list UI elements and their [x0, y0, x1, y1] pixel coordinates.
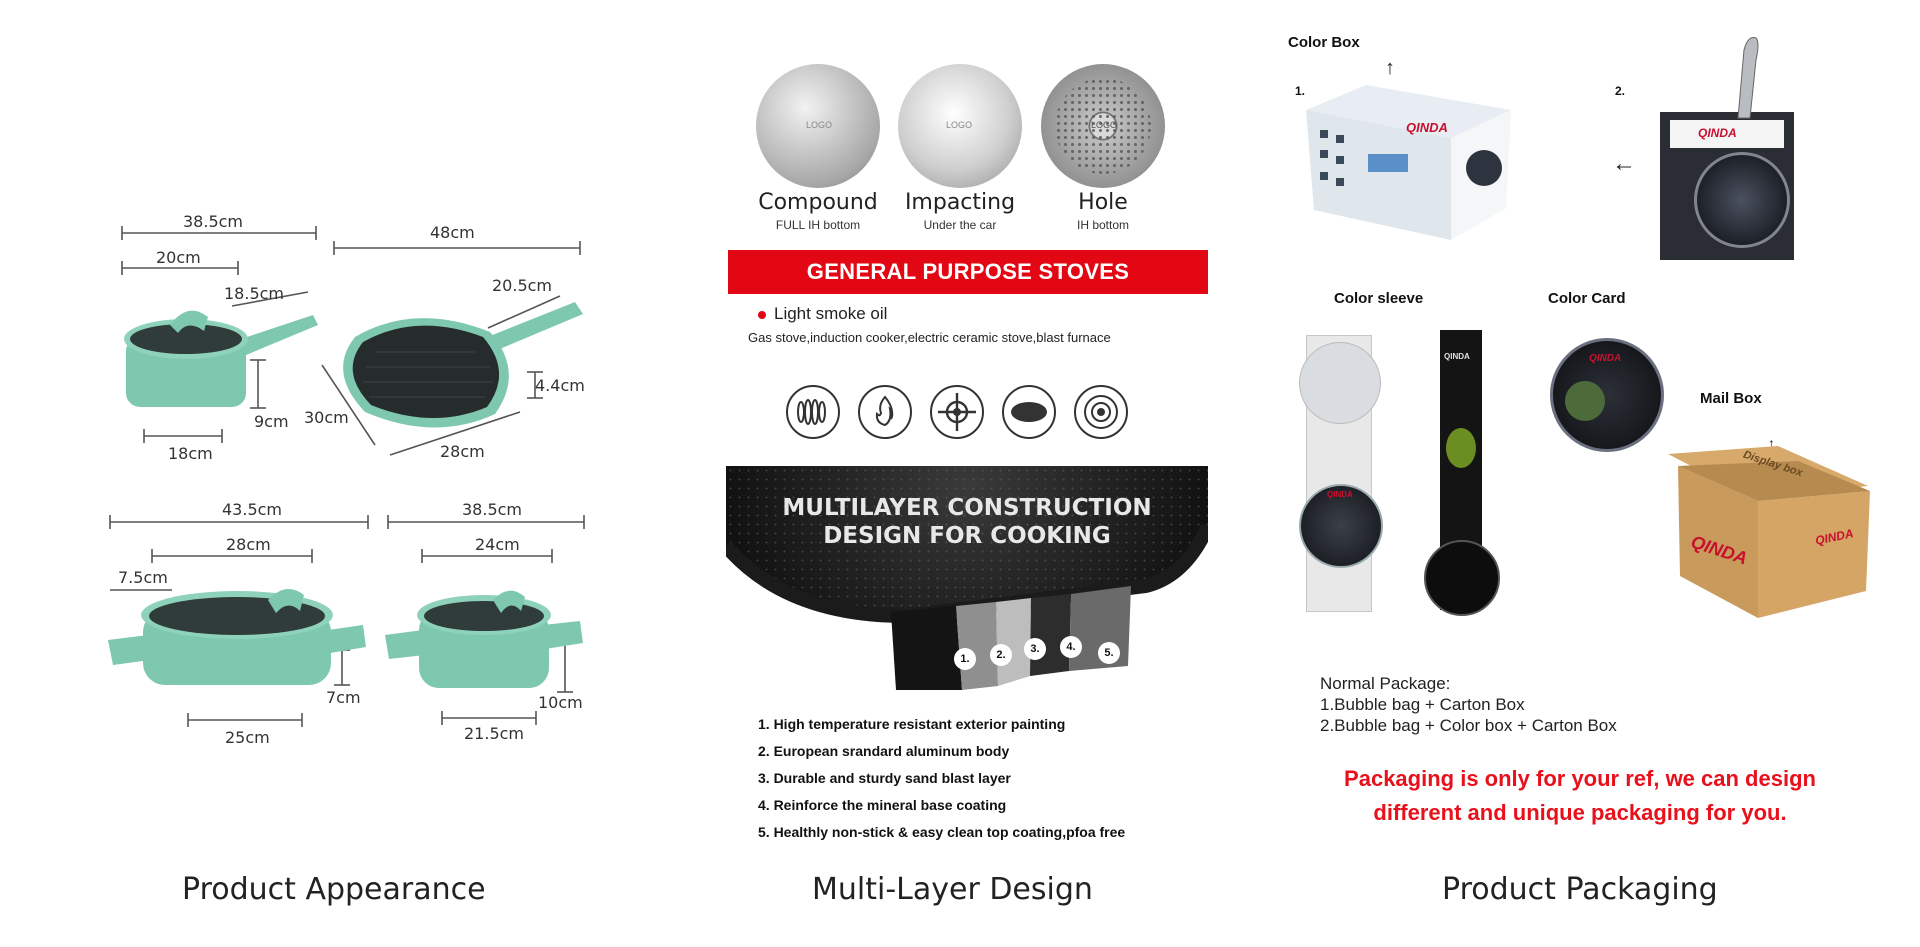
base-name-compound: Compound	[758, 190, 878, 215]
packaging-custom-note-line-2: different and unique packaging for you.	[1373, 800, 1787, 825]
color-box-image	[1306, 85, 1511, 240]
compound-base-disc: LOGO	[756, 64, 880, 188]
gas-burner-icon	[930, 385, 984, 439]
caption-multi-layer-design: Multi-Layer Design	[812, 872, 1093, 907]
color-sleeve-grey-image: QINDA	[1299, 335, 1383, 612]
layer-2-number: 2.	[990, 644, 1012, 666]
dim-saucepan-handle: 18.5cm	[224, 284, 285, 303]
dim-casserole-height: 7cm	[326, 688, 361, 707]
dim-casserole-base: 25cm	[225, 728, 270, 747]
mail-box-label: Mail Box	[1700, 390, 1762, 407]
normal-package-option-1: 1.Bubble bag + Carton Box	[1320, 695, 1525, 714]
layer-1-number: 1.	[954, 648, 976, 670]
dim-casserole-handle: 7.5cm	[118, 568, 168, 587]
package-number-2: 2.	[1615, 84, 1626, 98]
dim-saucepan-total: 38.5cm	[183, 212, 244, 231]
red-bullet-icon	[758, 311, 766, 319]
caption-product-packaging: Product Packaging	[1442, 872, 1718, 907]
saucepan-image	[124, 310, 318, 407]
color-box-label: Color Box	[1288, 34, 1360, 51]
dim-grill-side: 30cm	[304, 408, 349, 427]
electric-hob-icon	[1074, 385, 1128, 439]
dim-grill-height: 4.4cm	[535, 376, 585, 395]
base-sub-compound: FULL IH bottom	[775, 218, 861, 232]
construction-title-line-2: DESIGN FOR COOKING	[823, 523, 1111, 549]
dimension-lines	[109, 226, 585, 727]
sleeve-1-brand: QINDA	[1327, 490, 1353, 499]
dim-saucepan-base: 18cm	[168, 444, 213, 463]
dim-grill-handle: 20.5cm	[492, 276, 553, 295]
base-sub-hole: IH bottom	[1076, 218, 1130, 232]
color-card-label: Color Card	[1548, 290, 1626, 307]
compound-logo-text: LOGO	[806, 120, 833, 130]
color-sleeve-black-image: QINDA	[1424, 330, 1500, 616]
impacting-logo-text: LOGO	[946, 120, 973, 130]
packaging-custom-note: Packaging is only for your ref, we can d…	[1300, 762, 1860, 830]
pan-box-brand: QINDA	[1698, 126, 1737, 140]
sleeve-2-brand: QINDA	[1444, 352, 1470, 361]
left-arrow-icon: ←	[1612, 150, 1636, 177]
pan-box-image: QINDA	[1660, 112, 1794, 260]
impacting-base-disc: LOGO	[898, 64, 1022, 188]
dim-stockpot-height: 10cm	[538, 693, 583, 712]
base-name-impacting: Impacting	[904, 190, 1016, 215]
up-arrow-icon: ↑	[1385, 57, 1395, 79]
construction-title-line-1: MULTILAYER CONSTRUCTION	[782, 495, 1152, 521]
color-card-image: QINDA	[1550, 338, 1664, 452]
feature-3: 3. Durable and sturdy sand blast layer	[758, 770, 1011, 786]
multilayer-construction-image: MULTILAYER CONSTRUCTION DESIGN FOR COOKI…	[726, 466, 1208, 690]
caption-product-appearance: Product Appearance	[182, 872, 486, 907]
color-sleeve-label: Color sleeve	[1334, 290, 1424, 307]
normal-package-title: Normal Package:	[1320, 674, 1451, 693]
stockpot-image	[385, 590, 583, 688]
mail-box-image	[1668, 446, 1870, 618]
base-name-hole: Hole	[1078, 190, 1128, 215]
feature-1: 1. High temperature resistant exterior p…	[758, 716, 1066, 732]
gas-flame-icon	[858, 385, 912, 439]
ceramic-plate-icon	[1002, 385, 1056, 439]
dim-saucepan-height: 9cm	[254, 412, 289, 431]
stove-list-text: Gas stove,induction cooker,electric cera…	[748, 330, 1111, 345]
feature-2: 2. European srandard aluminum body	[758, 743, 1010, 759]
hole-base-disc: LOGO	[1041, 64, 1165, 188]
color-card-brand: QINDA	[1589, 353, 1622, 364]
feature-5: 5. Healthly non-stick & easy clean top c…	[758, 824, 1126, 840]
packaging-custom-note-line-1: Packaging is only for your ref, we can d…	[1344, 766, 1816, 791]
dim-casserole-total: 43.5cm	[222, 500, 283, 519]
dim-grill-base: 28cm	[440, 442, 485, 461]
dim-grill-total: 48cm	[430, 223, 475, 242]
induction-coil-icon	[786, 385, 840, 439]
dim-saucepan-diameter: 20cm	[156, 248, 201, 267]
dim-stockpot-base: 21.5cm	[464, 724, 525, 743]
dim-stockpot-diameter: 24cm	[475, 535, 520, 554]
dim-stockpot-total: 38.5cm	[462, 500, 523, 519]
pan-handle-image	[1737, 37, 1759, 119]
layer-3-number: 3.	[1024, 638, 1046, 660]
general-purpose-stoves-banner: GENERAL PURPOSE STOVES	[728, 250, 1208, 294]
light-smoke-oil-label: Light smoke oil	[774, 304, 888, 323]
dim-casserole-diameter: 28cm	[226, 535, 271, 554]
mail-box-arrow-icon: ↑	[1768, 435, 1775, 451]
casserole-image	[108, 589, 366, 685]
base-sub-impacting: Under the car	[923, 218, 997, 232]
feature-4: 4. Reinforce the mineral base coating	[758, 797, 1007, 813]
normal-package-option-2: 2.Bubble bag + Color box + Carton Box	[1320, 716, 1617, 735]
package-number-1: 1.	[1295, 84, 1306, 98]
color-box-brand: QINDA	[1406, 120, 1448, 135]
grill-pan-image	[343, 302, 583, 428]
hole-logo-text: LOGO	[1091, 120, 1118, 130]
layer-4-number: 4.	[1060, 636, 1082, 658]
layer-5-number: 5.	[1098, 642, 1120, 664]
